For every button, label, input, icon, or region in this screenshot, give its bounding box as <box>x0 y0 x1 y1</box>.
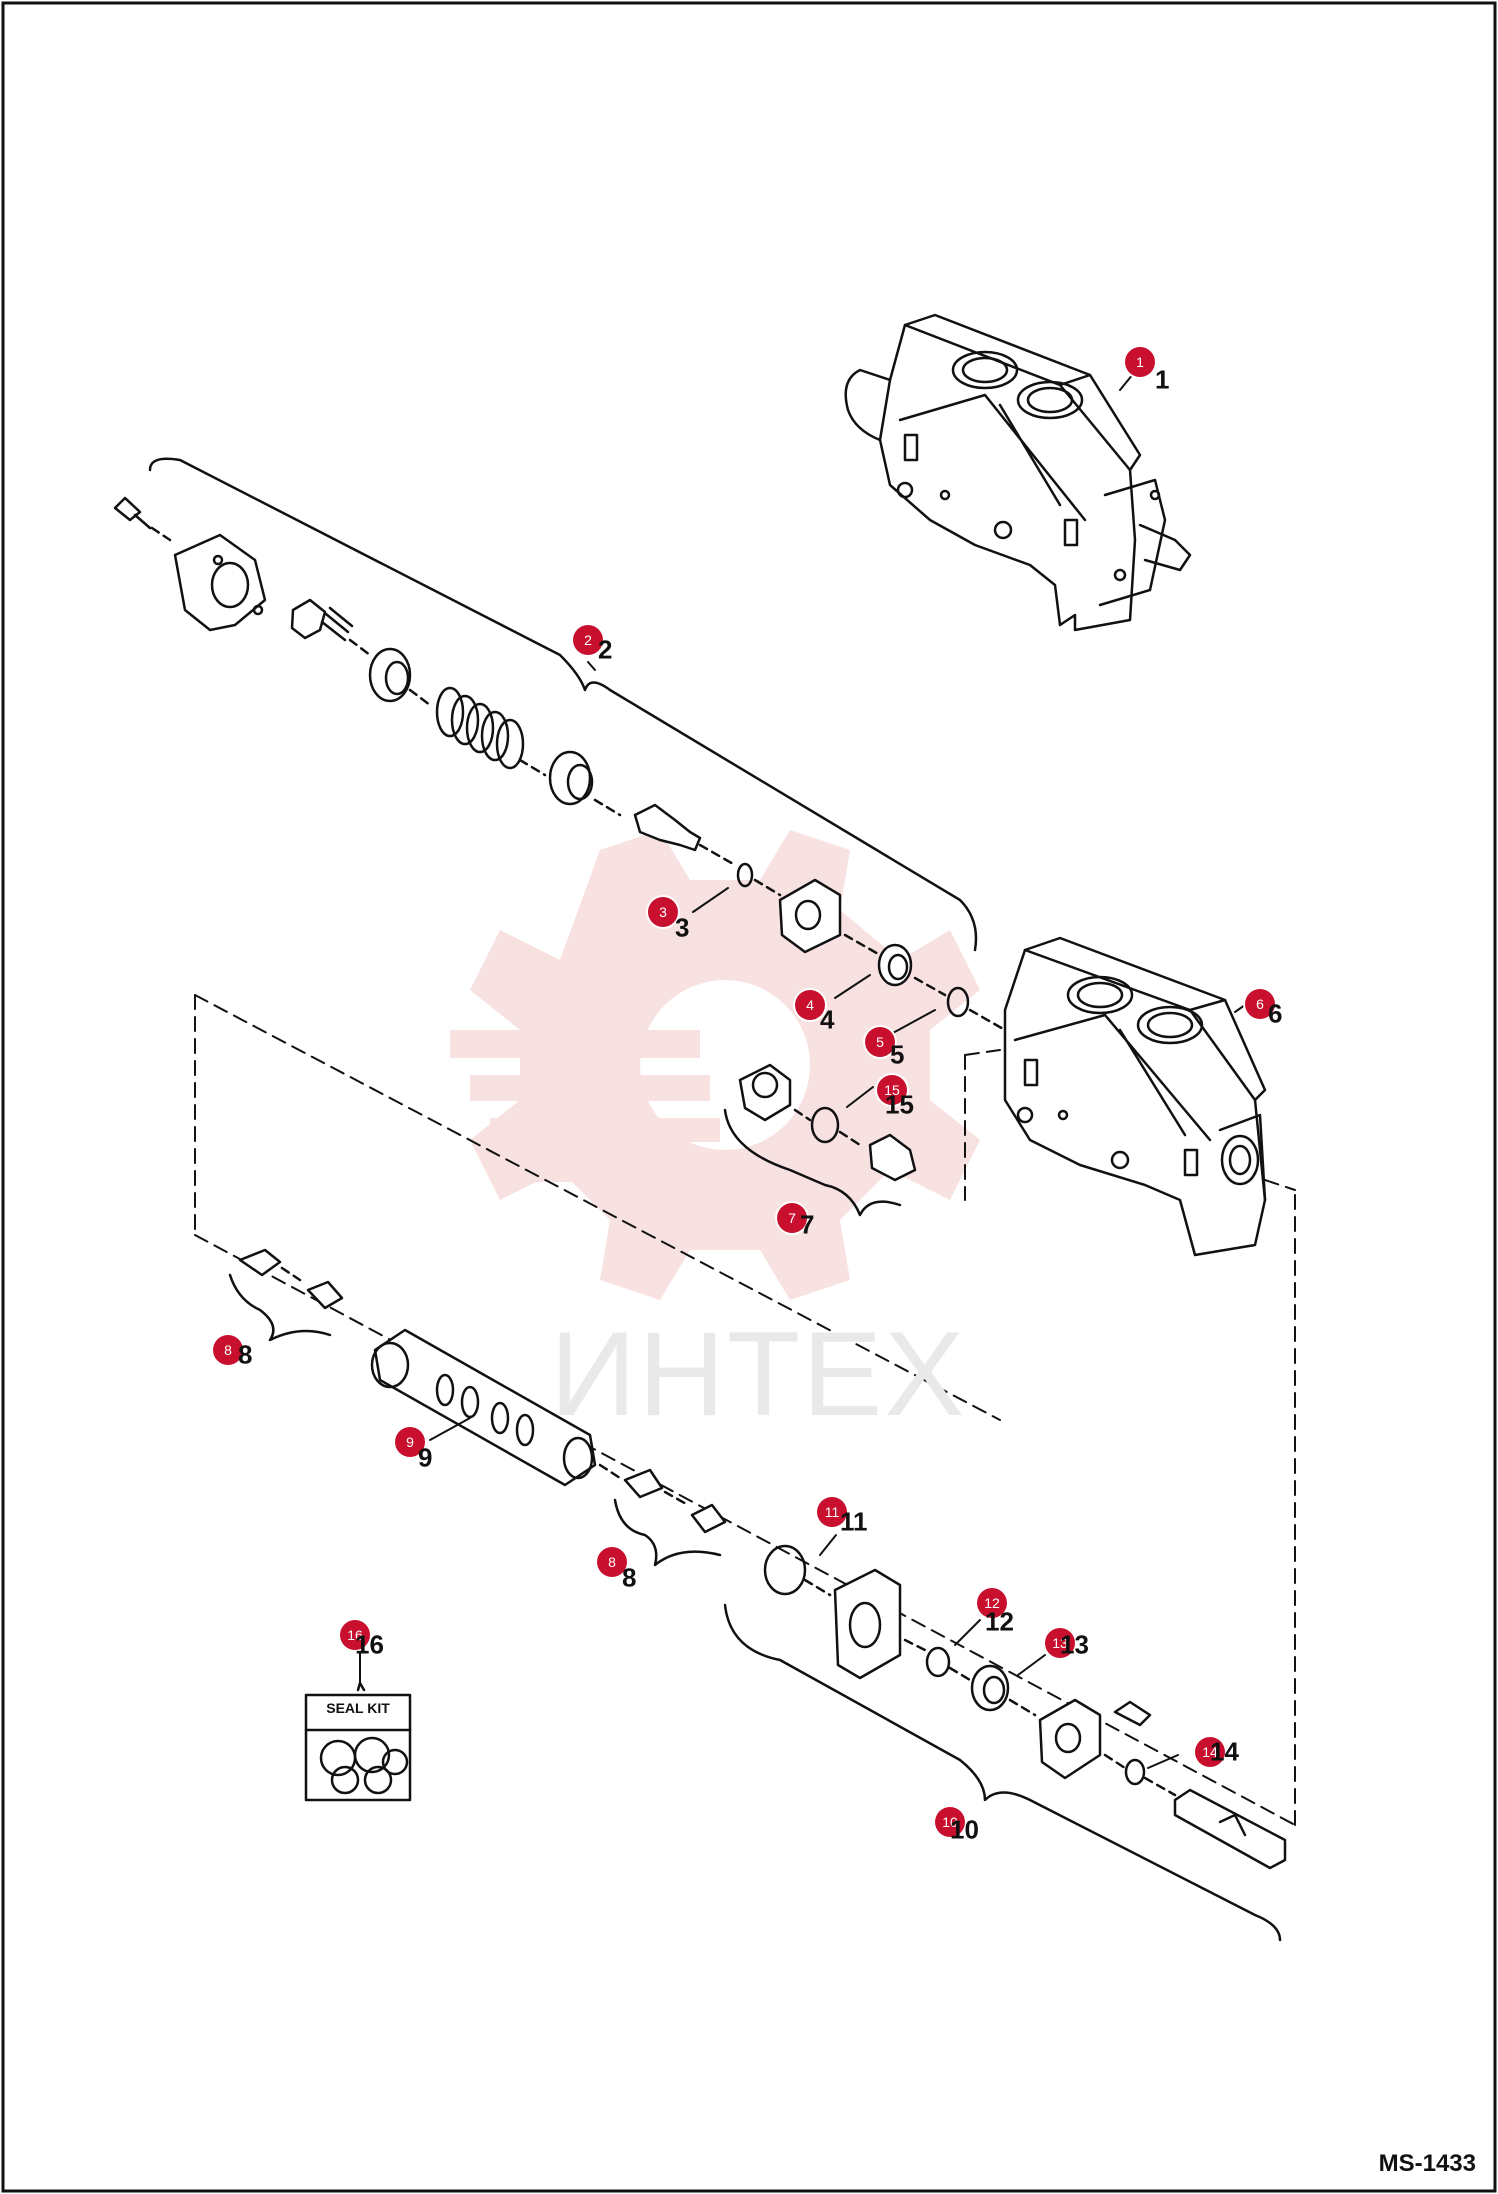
part-number-2: 2 <box>598 634 613 665</box>
part-number-14: 14 <box>1210 1736 1239 1767</box>
callout-8-left[interactable]: 8 <box>213 1335 243 1365</box>
callout-15[interactable]: 15 <box>877 1075 907 1105</box>
part-number-9: 9 <box>418 1442 433 1473</box>
part-number-16: 16 <box>355 1629 384 1660</box>
relief-valve-group-part-7 <box>723 1063 917 1217</box>
callout-16[interactable]: 16 <box>340 1620 370 1650</box>
assembly-dashed-outline <box>194 994 1296 1826</box>
callout-4[interactable]: 4 <box>795 990 825 1020</box>
callout-2[interactable]: 2 <box>573 625 603 655</box>
callout-1[interactable]: 1 <box>1125 347 1155 377</box>
spool-group <box>228 1248 727 1567</box>
part-number-6: 6 <box>1268 998 1283 1029</box>
part-number-8-left: 8 <box>238 1339 253 1370</box>
callout-9[interactable]: 9 <box>395 1427 425 1457</box>
drawing-id: MS-1433 <box>1378 2150 1476 2177</box>
part-number-7: 7 <box>800 1209 815 1240</box>
part-number-10: 10 <box>950 1814 979 1845</box>
part-number-1: 1 <box>1155 364 1170 395</box>
part-number-5: 5 <box>890 1039 905 1070</box>
callout-13[interactable]: 13 <box>1045 1628 1075 1658</box>
part-number-15: 15 <box>885 1089 914 1120</box>
callout-14[interactable]: 14 <box>1195 1737 1225 1767</box>
part-number-12: 12 <box>985 1606 1014 1637</box>
callout-8-right[interactable]: 8 <box>597 1547 627 1577</box>
callout-7[interactable]: 7 <box>777 1203 807 1233</box>
callout-12[interactable]: 12 <box>977 1588 1007 1618</box>
valve-section-part-1 <box>844 313 1192 632</box>
part-number-3: 3 <box>675 912 690 943</box>
part-number-11: 11 <box>840 1506 868 1537</box>
callout-10[interactable]: 10 <box>935 1807 965 1837</box>
seal-kit-box <box>304 1681 412 1802</box>
seal-kit-label: SEAL KIT <box>326 1700 390 1716</box>
callout-3[interactable]: 3 <box>648 897 678 927</box>
part-number-13: 13 <box>1060 1629 1089 1660</box>
watermark-wordmark: ИНТЕХ <box>550 1307 967 1441</box>
part-number-4: 4 <box>820 1004 835 1035</box>
callout-11[interactable]: 11 <box>817 1497 847 1527</box>
spring <box>435 686 525 770</box>
part-number-8-right: 8 <box>622 1562 637 1593</box>
end-cap-group-part-10 <box>723 1544 1287 1942</box>
valve-section-part-6 <box>1003 936 1267 1257</box>
callout-6[interactable]: 6 <box>1245 989 1275 1019</box>
callout-5[interactable]: 5 <box>865 1027 895 1057</box>
spring-assembly-part-2 <box>113 457 1007 1032</box>
